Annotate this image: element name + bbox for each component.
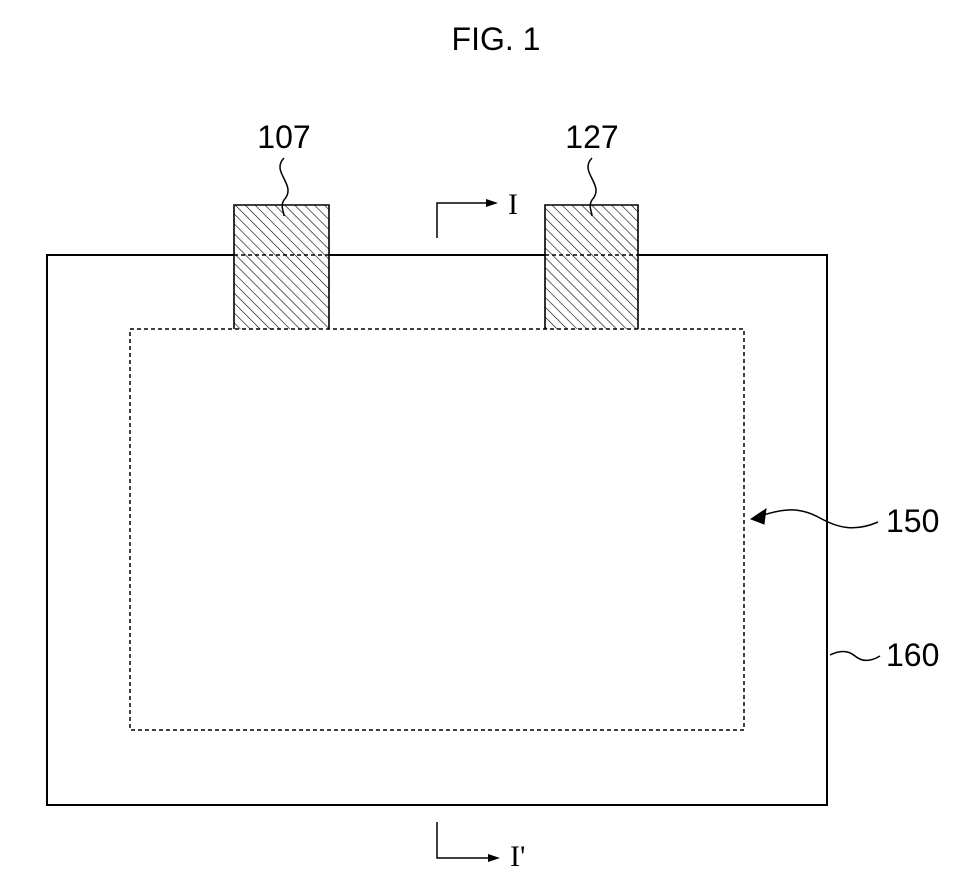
figure-title: FIG. 1 (452, 21, 541, 57)
inner-assembly-outline (130, 329, 744, 730)
leader-160 (830, 651, 880, 660)
label-160: 160 (886, 637, 939, 673)
label-150: 150 (886, 503, 939, 539)
right-tab (545, 205, 638, 329)
arrowhead-150 (751, 509, 766, 524)
section-marker-bottom (437, 822, 500, 862)
label-107: 107 (257, 119, 310, 155)
section-label-top: I (508, 188, 518, 221)
outer-case (47, 255, 827, 805)
section-label-bottom: I' (510, 840, 525, 873)
label-127: 127 (565, 119, 618, 155)
leader-150 (760, 510, 878, 528)
section-marker-top (437, 199, 498, 238)
left-tab (234, 205, 329, 329)
